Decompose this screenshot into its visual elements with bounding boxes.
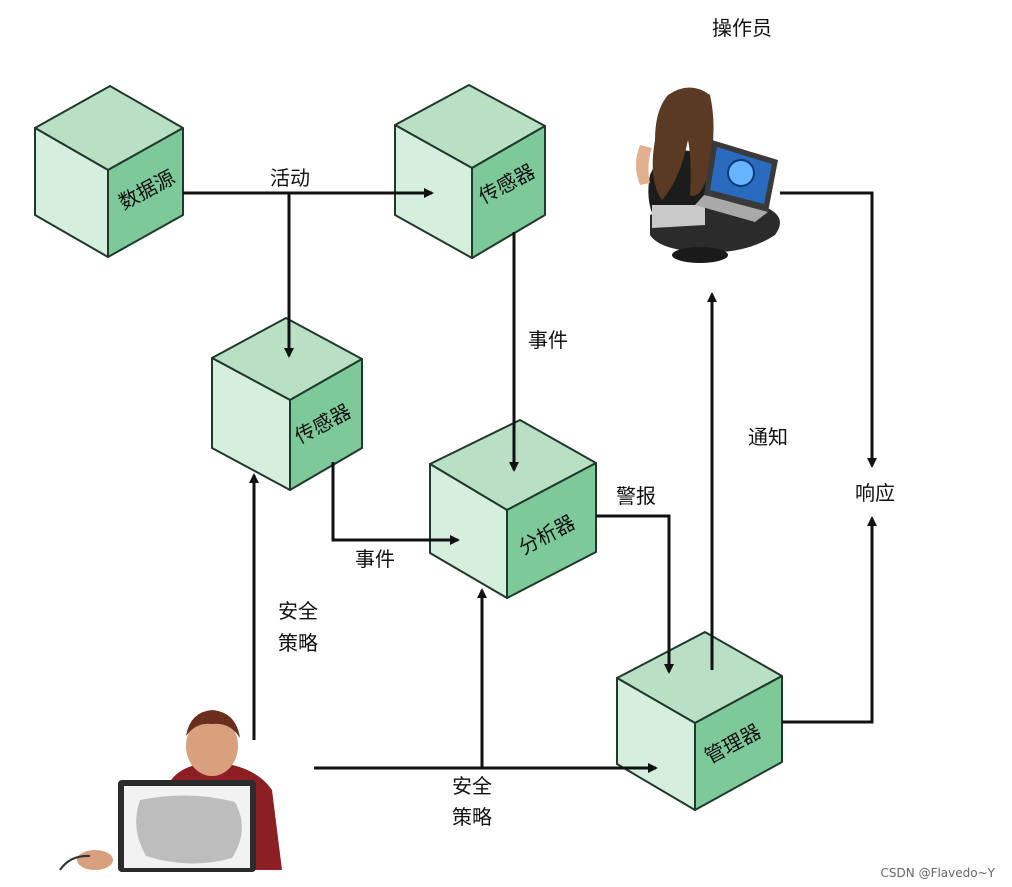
event-top-label: 事件: [528, 328, 568, 352]
activity-label: 活动: [270, 166, 310, 190]
policy-left-line2: 策略: [278, 631, 318, 655]
watermark: CSDN @Flavedo~Y: [881, 866, 996, 880]
sensor-mid-node: 传感器: [211, 317, 363, 491]
policy-bottom-line2: 策略: [452, 805, 492, 829]
admin-figure: [59, 710, 282, 872]
alert-arrow: [596, 514, 674, 674]
sensor-top-node: 传感器: [394, 84, 546, 259]
manager-response-arrow: [782, 516, 877, 724]
response-label: 响应: [855, 481, 895, 505]
manager-node: 管理器: [616, 631, 783, 811]
policy-left-line1: 安全: [278, 599, 318, 623]
operator-figure: [636, 87, 780, 263]
event-mid-arrow: [331, 462, 460, 545]
operator-label: 操作员: [712, 16, 772, 40]
alert-label: 警报: [616, 484, 656, 508]
notify-label: 通知: [748, 425, 788, 449]
data-source-node: 数据源: [34, 85, 184, 258]
event-mid-label: 事件: [355, 547, 395, 571]
policy-bottom-line1: 安全: [452, 774, 492, 798]
operator-response-arrow: [780, 191, 877, 468]
